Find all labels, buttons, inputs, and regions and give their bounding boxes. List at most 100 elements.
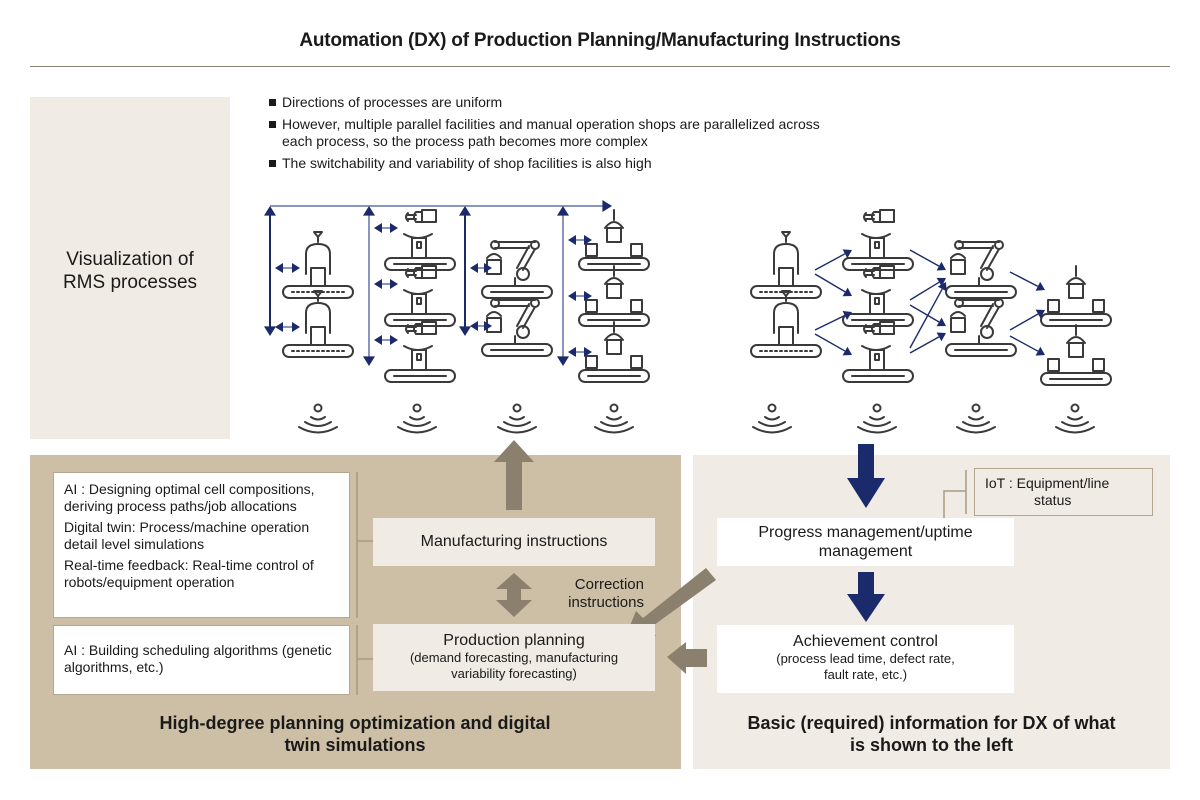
- conveyor-belt: [481, 285, 553, 299]
- right-caption-line1: Basic (required) information for DX of w…: [747, 713, 1116, 733]
- flow-arrow-line: [909, 304, 940, 323]
- iot-connector: [943, 490, 966, 521]
- arrowhead: [264, 206, 276, 216]
- robot-arm-icon: [945, 298, 1017, 357]
- arrowhead: [292, 322, 300, 332]
- production-planning-sub1: (demand forecasting, manufacturing: [409, 650, 619, 665]
- arrowhead: [842, 287, 852, 297]
- arrowhead: [374, 279, 382, 289]
- flow-arrow-line: [1009, 271, 1039, 287]
- arrowhead: [1035, 281, 1045, 291]
- arrowhead: [568, 235, 576, 245]
- arrowhead: [390, 279, 398, 289]
- arrowhead: [1035, 346, 1045, 356]
- progress-line2: management: [818, 543, 913, 560]
- arrowhead: [936, 277, 946, 287]
- arrowhead: [484, 321, 492, 331]
- progress-line1: Progress management/uptime: [758, 524, 973, 541]
- conveyor-belt: [945, 285, 1017, 299]
- packaging-machine-icon: [578, 265, 650, 327]
- gripper-robot-icon: [842, 321, 914, 383]
- flow-arrow-line: [909, 336, 940, 354]
- robot-arm-icon: [481, 298, 553, 357]
- conveyor-belt: [945, 343, 1017, 357]
- wireless-sensor-icon: [752, 403, 792, 434]
- packaging-machine-icon: [1040, 324, 1112, 386]
- gripper-robot-icon: [384, 265, 456, 327]
- arrowhead: [936, 261, 946, 271]
- press-machine-icon: [750, 231, 822, 299]
- flow-arrow-line: [814, 333, 846, 352]
- ai-item: AI : Building scheduling algorithms (gen…: [64, 642, 332, 675]
- gripper-robot-icon: [842, 209, 914, 271]
- arrowhead: [484, 263, 492, 273]
- conveyor-belt: [578, 369, 650, 383]
- wireless-sensor-icon: [397, 403, 437, 434]
- ai-item: Real-time feedback: Real-time control of…: [64, 557, 314, 590]
- achievement-left-arrow: [667, 642, 707, 674]
- arrowhead: [568, 291, 576, 301]
- wireless-sensor-icon: [594, 403, 634, 434]
- gripper-robot-icon: [842, 265, 914, 327]
- arrowhead: [936, 317, 946, 327]
- arrowhead: [937, 282, 947, 292]
- robot-arm-icon: [945, 240, 1017, 299]
- progress-management-box: Progress management/uptime management: [717, 518, 1014, 566]
- production-planning-title: Production planning: [443, 632, 585, 649]
- manufacturing-up-arrow: [494, 440, 534, 510]
- gripper-robot-icon: [384, 321, 456, 383]
- iot-line2: status: [1034, 492, 1072, 508]
- wireless-sensor-icon: [298, 403, 338, 434]
- arrowhead: [374, 223, 382, 233]
- arrowhead: [470, 263, 478, 273]
- conveyor-belt: [481, 343, 553, 357]
- bullet-item: However, multiple parallel facilities an…: [268, 116, 842, 150]
- ai-item: AI : Designing optimal cell compositions…: [64, 481, 315, 514]
- basic-information-panel: [693, 455, 1170, 769]
- right-caption-line2: is shown to the left: [849, 735, 1013, 755]
- bullet-list: Directions of processes are uniform Howe…: [268, 94, 888, 177]
- achievement-title: Achievement control: [793, 633, 938, 650]
- arrowhead: [374, 335, 382, 345]
- arrowhead: [470, 321, 478, 331]
- wireless-sensor-icon: [497, 403, 537, 434]
- arrowhead: [292, 263, 300, 273]
- visualization-label-line2: RMS processes: [62, 272, 198, 293]
- flow-arrow-line: [1009, 313, 1039, 331]
- flow-arrow-line: [814, 273, 846, 293]
- wireless-sensor-icon: [857, 403, 897, 434]
- right-panel-caption: Basic (required) information for DX of w…: [700, 712, 1163, 756]
- packaging-machine-icon: [1040, 265, 1112, 327]
- correction-line1: Correction: [574, 576, 644, 593]
- arrowhead: [275, 263, 283, 273]
- arrowhead: [390, 223, 398, 233]
- bullet-item: Directions of processes are uniform: [268, 94, 888, 111]
- arrowhead: [363, 356, 375, 366]
- arrowhead: [459, 326, 471, 336]
- arrowhead: [584, 235, 592, 245]
- flow-arrow-line: [909, 288, 943, 349]
- flow-arrow-line: [1009, 335, 1039, 352]
- bullet-item: The switchability and variability of sho…: [268, 155, 888, 172]
- production-planning-sub2: variability forecasting): [451, 666, 577, 681]
- arrowhead: [363, 206, 375, 216]
- correction-double-arrow: [496, 573, 532, 617]
- packaging-machine-icon: [578, 321, 650, 383]
- flow-arrow-line: [909, 281, 940, 301]
- conveyor-belt: [1040, 372, 1112, 386]
- iot-line1: IoT : Equipment/line: [985, 475, 1110, 491]
- feedback-diagonal-arrow: [625, 568, 716, 638]
- ai-item: Digital twin: Process/machine operation …: [64, 519, 310, 552]
- iot-status-box: IoT : Equipment/line status: [974, 468, 1153, 516]
- flow-arrow-line: [814, 314, 846, 331]
- correction-line2: instructions: [568, 594, 644, 611]
- arrowhead: [842, 311, 852, 320]
- arrowhead: [264, 326, 276, 336]
- arrowhead: [602, 200, 612, 212]
- visualization-down-arrow: [847, 444, 885, 508]
- arrowhead: [1035, 309, 1045, 319]
- flow-arrow-line: [909, 249, 940, 267]
- ai-capabilities-box: AI : Designing optimal cell compositions…: [53, 472, 350, 618]
- arrowhead: [459, 206, 471, 216]
- arrowhead: [568, 347, 576, 357]
